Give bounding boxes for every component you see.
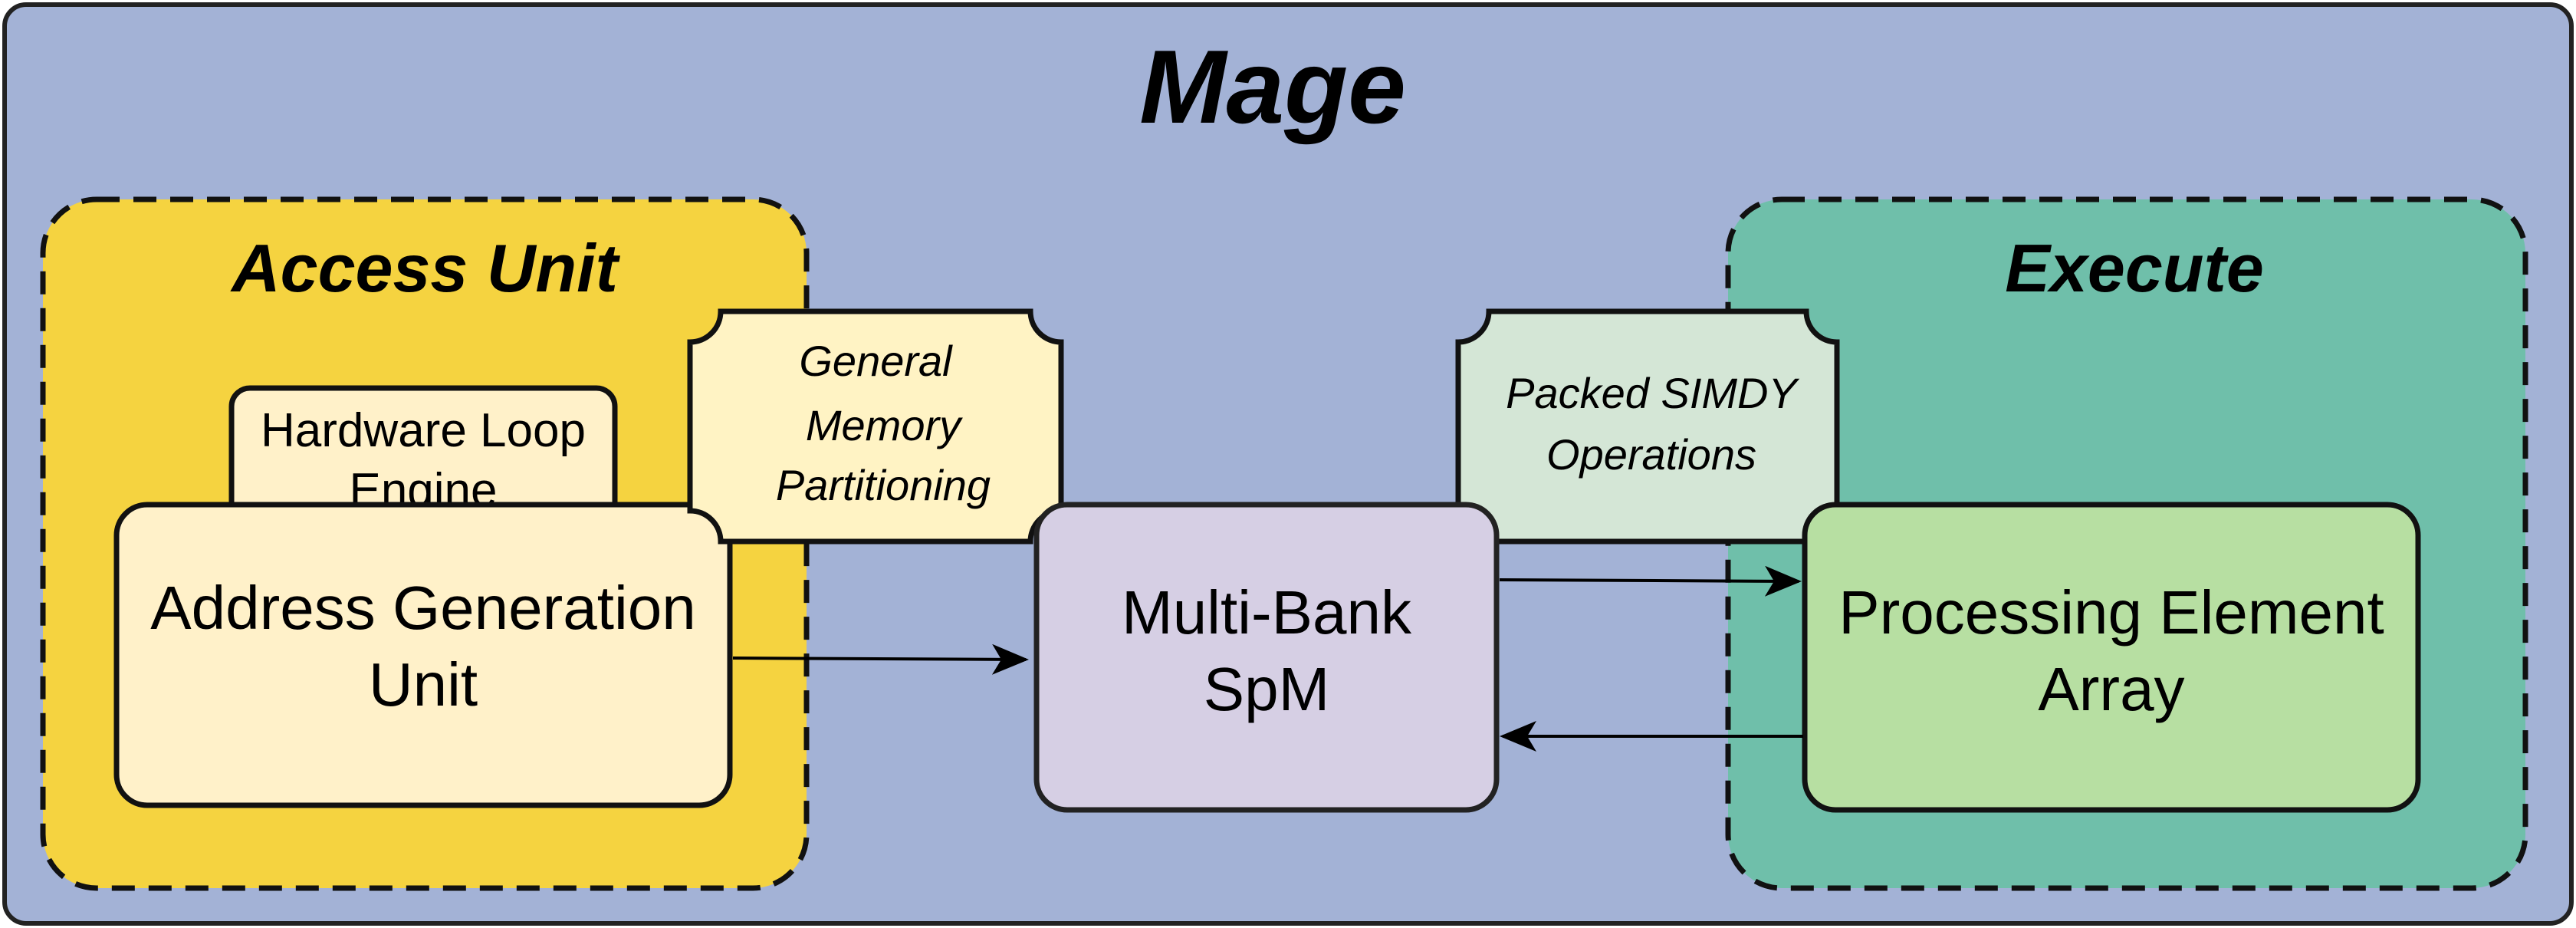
- agu-to-spm-arrow: [732, 643, 1029, 675]
- memory-note-line-1: General: [799, 337, 953, 385]
- memory-note-line-2: Memory: [806, 401, 963, 449]
- hardware-loop-line-1: Hardware Loop: [261, 404, 586, 457]
- spm-to-pe-arrow: [1499, 565, 1802, 597]
- execute-label: Execute: [2005, 230, 2264, 306]
- simd-note-line-2: Operations: [1546, 430, 1756, 479]
- pe-line-1: Processing Element: [1838, 578, 2384, 647]
- memory-partitioning-note: [687, 308, 1064, 545]
- processing-element-array-box: [1802, 502, 2421, 813]
- pe-line-2: Array: [2038, 655, 2184, 723]
- agu-line-2: Unit: [369, 650, 478, 719]
- multi-bank-spm-box: [1033, 502, 1500, 813]
- simd-operations-note: [1455, 308, 1840, 545]
- memory-note-line-3: Partitioning: [776, 461, 991, 509]
- mage-title: Mage: [1139, 28, 1406, 145]
- access-unit-label: Access Unit: [230, 230, 620, 306]
- simd-note-line-1: Packed SIMDY: [1506, 369, 1799, 417]
- spm-line-2: SpM: [1204, 655, 1330, 723]
- agu-line-1: Address Generation: [150, 574, 696, 642]
- spm-line-1: Multi-Bank: [1122, 578, 1412, 647]
- address-generation-unit-box: [113, 502, 733, 808]
